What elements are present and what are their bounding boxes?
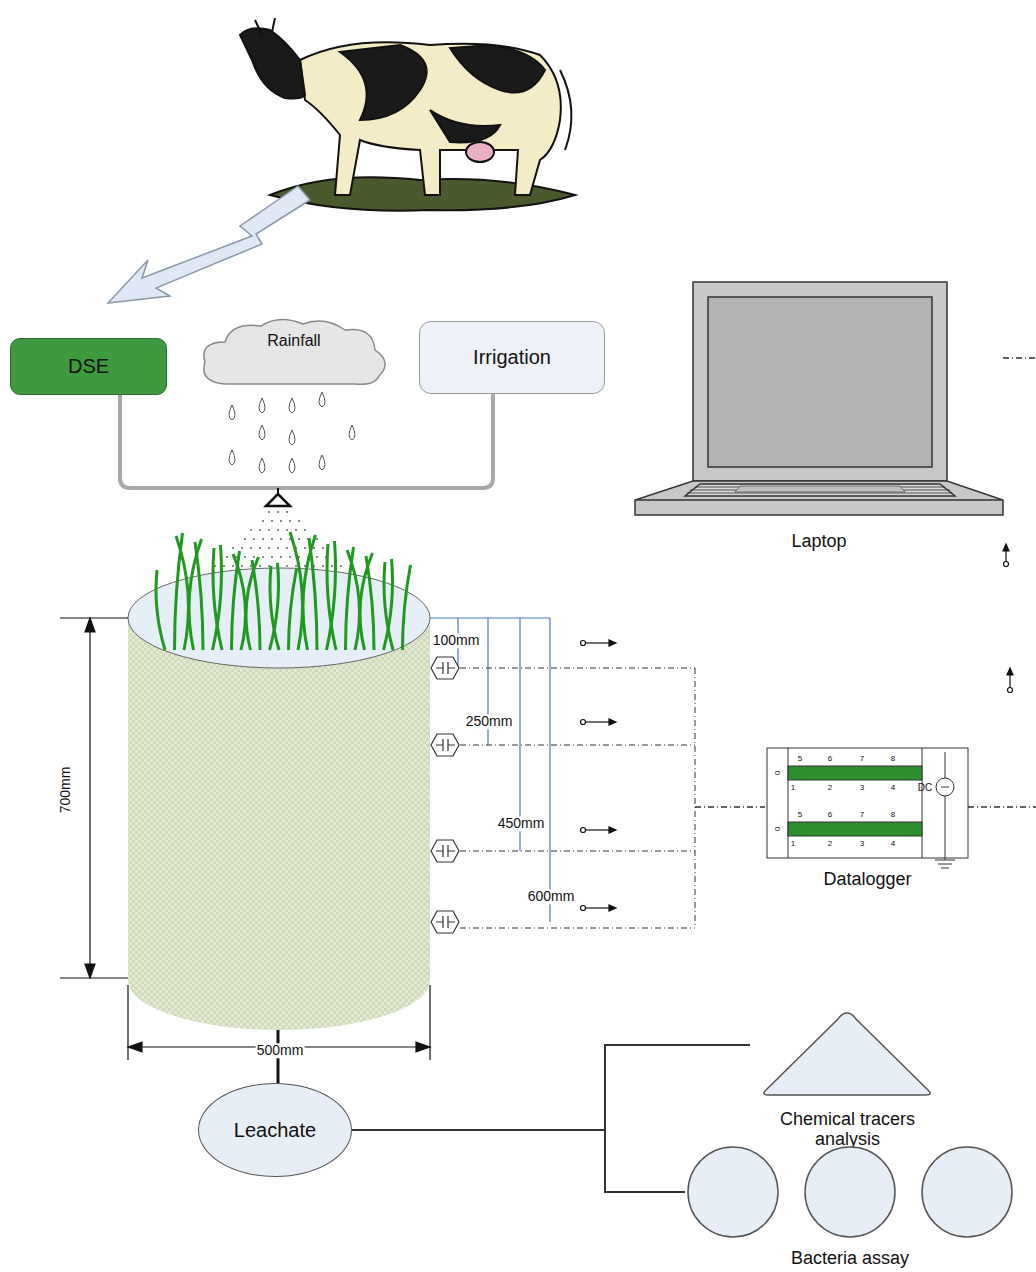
dimension-label: 250mm: [465, 714, 514, 729]
datalogger-device: Datalogger: [767, 748, 968, 890]
pin-number: 5: [798, 811, 802, 820]
soil-column: [128, 532, 430, 1030]
datalogger-illustration: [767, 748, 968, 868]
pin-number: 6: [828, 811, 832, 820]
assay-circles: Bacteria assay: [685, 1145, 1015, 1269]
dimension-label: 100mm: [432, 633, 481, 648]
dimension-lines: [60, 618, 430, 1060]
source-box: DSE: [10, 338, 167, 395]
sprinkler-symbol: [266, 494, 290, 506]
pin-number: 4: [891, 784, 895, 793]
pin-number: 6: [828, 755, 832, 764]
depth-leaders: [430, 618, 550, 922]
triangle-outline: [750, 1010, 945, 1150]
pin-number: 8: [891, 811, 895, 820]
cow-illustration: [240, 18, 575, 211]
sensor-symbols: [431, 657, 459, 933]
laptop-illustration: [635, 282, 1003, 515]
analysis-triangle: Chemical tracers analysis: [750, 1010, 945, 1150]
pin-number: 7: [860, 755, 864, 764]
pin-number: 0: [774, 827, 783, 831]
source-arrow: [108, 186, 310, 303]
dimension-label: 450mm: [497, 816, 546, 831]
signal-arrows-up: [1003, 544, 1013, 693]
connector: [352, 1130, 685, 1192]
pin-number: 5: [798, 755, 802, 764]
rain-drops: [229, 392, 355, 473]
pin-number: 3: [860, 840, 864, 849]
pin-number: 1: [791, 840, 795, 849]
pin-number: 2: [828, 840, 832, 849]
leachate-ellipse: Leachate: [198, 1083, 352, 1177]
laptop-device: Laptop: [635, 280, 1003, 552]
node-text: Rainfall: [267, 332, 320, 350]
pin-number: 4: [891, 840, 895, 849]
node-text: Chemical tracers analysis: [773, 1109, 923, 1150]
dimension-label: 600mm: [527, 889, 576, 904]
pin-number: 1: [791, 784, 795, 793]
node-text: Datalogger: [823, 869, 911, 890]
cloud-outline: [195, 318, 393, 388]
spray-dots: [214, 511, 342, 567]
node-text: DSE: [68, 355, 109, 378]
irrigation-box: Irrigation: [419, 321, 605, 394]
pin-number: 8: [891, 755, 895, 764]
node-text: Bacteria assay: [791, 1248, 909, 1269]
node-text: Laptop: [791, 531, 846, 552]
dimension-label: 700mm: [58, 766, 73, 815]
node-text: Irrigation: [473, 346, 551, 369]
supply-pipe: [120, 394, 493, 488]
pin-number: 7: [860, 811, 864, 820]
pin-number: 3: [860, 784, 864, 793]
signal-arrows: [581, 640, 617, 911]
pin-number: 0: [774, 771, 783, 775]
node-text: Leachate: [234, 1119, 316, 1142]
connector: [352, 1045, 750, 1130]
rainfall-cloud: Rainfall: [195, 318, 393, 388]
dimension-label: 500mm: [256, 1043, 305, 1058]
pin-number: DC: [918, 782, 932, 793]
pin-number: 2: [828, 784, 832, 793]
